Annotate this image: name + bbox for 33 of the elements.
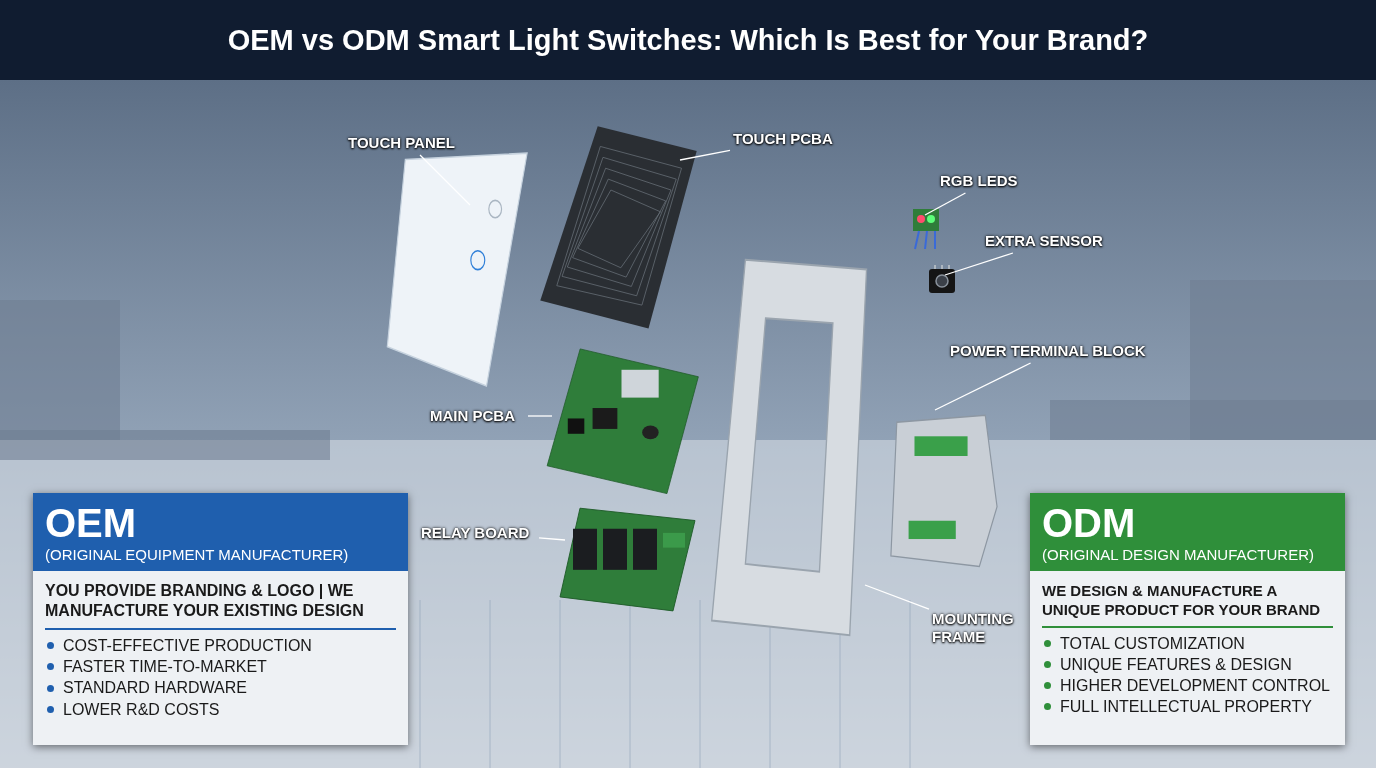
panel-heading: ODM [1042, 501, 1137, 545]
part-label: MAIN PCBA [430, 407, 525, 425]
panel-heading: OEM [45, 501, 138, 545]
part-label: TOUCH PANEL [348, 134, 468, 152]
info-panel [1030, 493, 1345, 745]
leader-line [864, 584, 930, 610]
bullet-text: FASTER TIME-TO-MARKET [63, 657, 267, 677]
bullet-text: UNIQUE FEATURES & DESIGN [1060, 654, 1292, 674]
leader-line [934, 362, 1032, 411]
bullet-text: FULL INTELLECTUAL PROPERTY [1060, 697, 1312, 717]
part-label: POWER TERMINAL BLOCK [950, 342, 1160, 360]
leader-line [924, 192, 967, 216]
panel-subheading: (ORIGINAL DESIGN MANUFACTURER) [1042, 545, 1315, 565]
bullet-text: HIGHER DEVELOPMENT CONTROL [1060, 675, 1330, 696]
leader-line [679, 149, 731, 161]
part-label: MOUNTING FRAME [932, 610, 1027, 646]
leader-line [944, 252, 1014, 276]
title: OEM vs ODM Smart Light Switches: Which Is Best for Your Brand? [227, 23, 1149, 57]
bullet-text: STANDARD HARDWARE [63, 678, 247, 698]
bullet-text: TOTAL CUSTOMIZATION [1060, 633, 1245, 653]
touch-panel-drawing [385, 150, 530, 390]
panel-description: WE DESIGN & MANUFACTURE A UNIQUE PRODUCT FOR YOUR BRAND [1042, 580, 1333, 628]
panel-description: YOU PROVIDE BRANDING & LOGO | WE MANUFACTURE YOUR EXISTING DESIGN [45, 580, 396, 631]
leader-line [527, 415, 553, 417]
info-panel [33, 493, 408, 745]
part-label: EXTRA SENSOR [985, 232, 1115, 250]
panel-subheading: (ORIGINAL EQUIPMENT MANUFACTURER) [45, 545, 350, 565]
part-label: RELAY BOARD [421, 524, 536, 542]
leader-line [538, 537, 566, 541]
part-label: TOUCH PCBA [733, 130, 843, 148]
part-label: RGB LEDS [940, 172, 1035, 190]
bullet-text: LOWER R&D COSTS [63, 699, 220, 719]
bullet-text: COST-EFFECTIVE PRODUCTION [63, 636, 312, 656]
